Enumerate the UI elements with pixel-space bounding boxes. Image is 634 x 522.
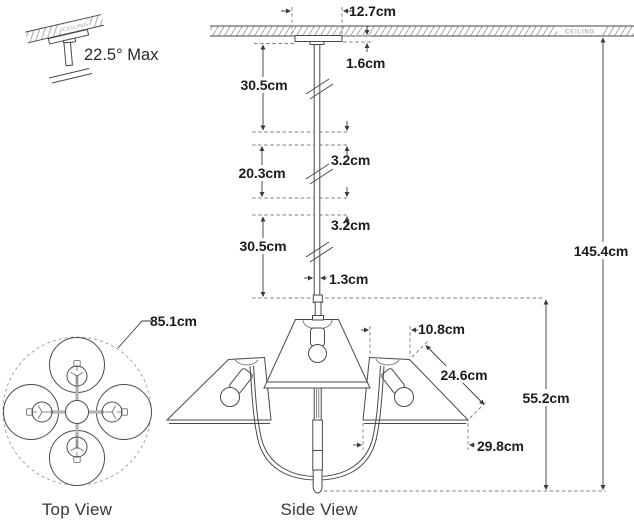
stem-collar (312, 294, 324, 321)
dim-rod-bottom: 30.5cm (240, 238, 287, 254)
right-bulb (394, 387, 414, 407)
left-shade (165, 356, 272, 424)
stem-finial (312, 469, 323, 494)
dim-shade-top: 10.8cm (418, 321, 465, 337)
arms (249, 365, 385, 481)
dim-shade-slant: 24.6cm (441, 367, 488, 383)
dim-rod-diameter: 1.3cm (329, 271, 368, 287)
ceiling-label: CEILING (565, 30, 595, 36)
arm-right (316, 365, 385, 481)
dim-coupler-bottom: 3.2cm (331, 217, 370, 233)
ceiling-band: CEILING (210, 25, 634, 37)
side-view-caption: Side View (280, 500, 358, 519)
center-stem (312, 387, 323, 494)
canopy-plate (294, 35, 343, 42)
rod-break-marks (305, 78, 334, 263)
side-view-fixture (165, 294, 470, 494)
arm-left (249, 365, 318, 481)
sloped-ceiling-detail: CEILING 22.5° Max (25, 14, 159, 84)
dimension-arrows (281, 8, 475, 448)
detail-break-marks (48, 68, 93, 84)
dim-shade-bottom: 29.8cm (477, 438, 524, 454)
detail-rod (63, 41, 73, 67)
dim-overall-width: 85.1cm (150, 313, 197, 329)
leader-line (117, 320, 151, 349)
dim-body-height: 55.2cm (523, 390, 570, 406)
right-shade-top-hole (375, 358, 400, 366)
extension-lines (252, 7, 606, 492)
dimension-labels: 12.7cm 1.6cm 30.5cm 3.2cm 20.3cm 3.2cm 3… (150, 3, 634, 454)
center-bulb (308, 344, 327, 363)
top-view-caption: Top View (42, 500, 113, 519)
center-shade (263, 319, 371, 389)
dim-canopy-width: 12.7cm (349, 3, 396, 19)
top-view-drawing (2, 320, 152, 486)
dim-overall-height: 145.4cm (574, 243, 629, 259)
left-shade-top-hole (234, 358, 259, 366)
dim-coupler-top: 3.2cm (331, 152, 370, 168)
dim-rod-mid: 20.3cm (239, 165, 286, 181)
dim-canopy-height: 1.6cm (346, 55, 385, 71)
dim-rod-top: 30.5cm (241, 77, 288, 93)
right-shade (362, 356, 470, 424)
left-bulb (220, 387, 240, 407)
max-angle-label: 22.5° Max (84, 46, 159, 64)
detail-ceiling-label: CEILING (62, 22, 89, 34)
ceiling-hatch (210, 26, 634, 36)
top-view-hub (65, 400, 89, 424)
center-socket (310, 327, 325, 347)
